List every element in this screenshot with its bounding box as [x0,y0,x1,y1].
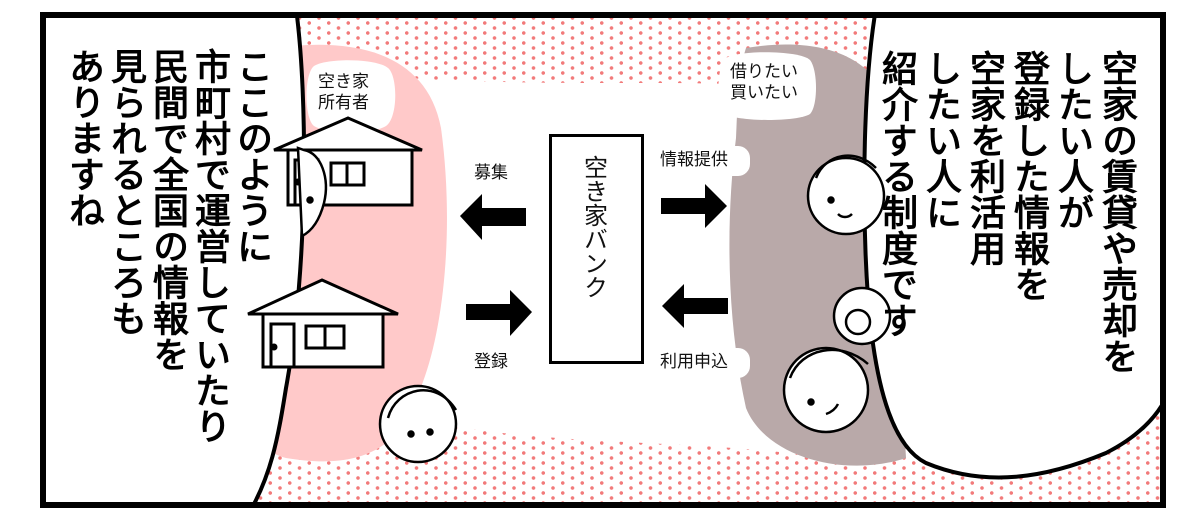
owner-face-icon [296,146,328,238]
left-speech-text: ここのように 市町村で運営していたり 民間で全国の情報を 見られるところも あり… [62,48,272,488]
arrow-right-register-icon [466,290,532,336]
right-speech-line: 空家の賃貸や売却を [1096,50,1137,374]
owner-face-2-icon [378,384,458,464]
seeker-face-3-icon [782,346,870,434]
arrow-right-info-icon [661,184,727,228]
right-speech-line: 空家を利活用 [964,50,1005,266]
seeker-label-cloud [718,52,816,120]
info-label-bg [658,146,750,176]
akiya-bank-label: 空き家バンク [579,155,608,299]
arrow-left-recruit-icon [460,194,526,240]
info-provide-label: 情報提供 [660,150,728,170]
seeker-label: 借りたい 買いたい [730,62,798,103]
apply-label-bg [658,348,750,378]
left-speech-line: 市町村で運営していたり [189,48,230,444]
owner-label: 空き家 所有者 [318,72,369,113]
comic-panel: ここのように 市町村で運営していたり 民間で全国の情報を 見られるところも あり… [40,12,1166,508]
left-speech-line: 民間で全国の情報を [147,48,188,372]
right-speech-text: 空家の賃貸や売却を したい人が 登録した情報を 空家を利活用 したい人に 紹介す… [874,50,1138,490]
left-speech-line: ありますね [63,48,104,228]
left-speech-line: 見られるところも [105,48,146,336]
arrow-left-apply-icon [662,284,728,328]
owner-label-cloud [306,60,396,132]
seeker-face-2-icon [832,286,892,346]
apply-label: 利用申込 [660,352,728,372]
akiya-bank-box: 空き家バンク [549,134,644,364]
right-speech-line: したい人に [920,50,961,230]
right-speech-line: 登録した情報を [1008,50,1049,302]
house-icon [247,278,399,369]
right-speech-line: 紹介する制度です [876,50,917,338]
right-speech-line: したい人が [1052,50,1093,230]
left-speech-line: ここのように [231,48,272,264]
seeker-face-icon [806,154,886,236]
recruit-label: 募集 [474,163,508,183]
register-label: 登録 [474,352,508,372]
